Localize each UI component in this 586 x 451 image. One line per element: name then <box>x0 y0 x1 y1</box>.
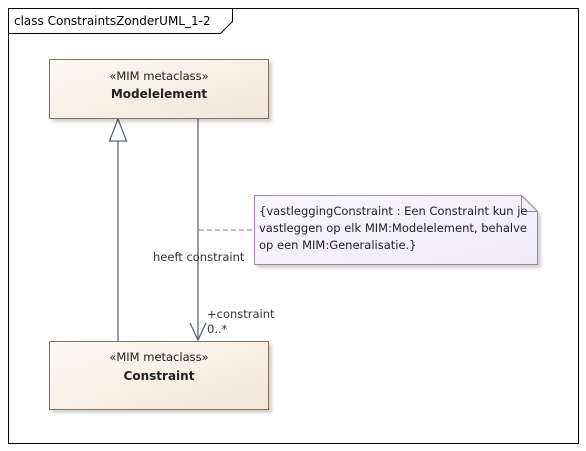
class-modelelement[interactable]: «MIM metaclass» Modelelement <box>49 59 269 119</box>
association-multiplicity: 0..* <box>207 322 228 336</box>
class-constraint-name: Constraint <box>124 369 195 383</box>
note-line-2: vastleggen op elk MIM:Modelelement, beha… <box>259 221 527 235</box>
class-modelelement-name: Modelelement <box>111 87 208 101</box>
note-fold <box>521 195 538 212</box>
generalization-arrowhead <box>108 117 128 142</box>
note-line-3: op een MIM:Generalisatie.} <box>259 238 417 252</box>
association-role: +constraint <box>207 307 275 321</box>
note-line-1: {vastleggingConstraint : Een Constraint … <box>259 204 528 218</box>
note-box <box>254 195 538 265</box>
frame-title: class ConstraintsZonderUML_1-2 <box>14 14 211 28</box>
class-modelelement-stereotype: «MIM metaclass» <box>109 69 208 83</box>
frame-title-tab <box>8 8 233 34</box>
constraint-note[interactable]: {vastleggingConstraint : Een Constraint … <box>254 195 538 265</box>
class-modelelement-box <box>49 59 269 119</box>
class-constraint-stereotype: «MIM metaclass» <box>109 350 208 364</box>
class-constraint-box <box>49 341 269 410</box>
class-constraint[interactable]: «MIM metaclass» Constraint <box>49 341 269 410</box>
association-name: heeft constraint <box>153 250 245 264</box>
association-arrowhead <box>189 322 207 342</box>
